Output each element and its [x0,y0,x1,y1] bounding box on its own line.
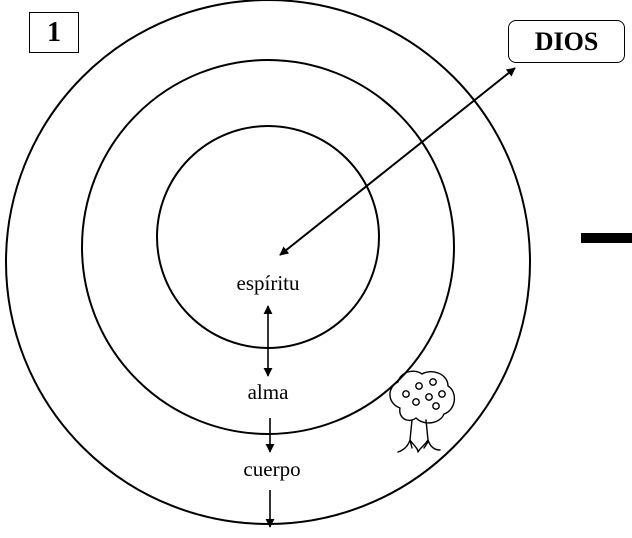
diagram-number: 1 [47,17,61,49]
god-label: DIOS [535,27,599,57]
continuation-dash [581,233,632,243]
god-label-box: DIOS [508,20,625,63]
soul-label: alma [245,380,292,404]
god-spirit-arrow [280,68,515,255]
diagram-number-box: 1 [29,12,79,53]
outer-circle-body [6,0,530,524]
spirit-label: espíritu [234,271,303,295]
tree-icon [390,371,454,452]
middle-circle-soul [82,60,454,434]
body-label: cuerpo [240,457,303,481]
